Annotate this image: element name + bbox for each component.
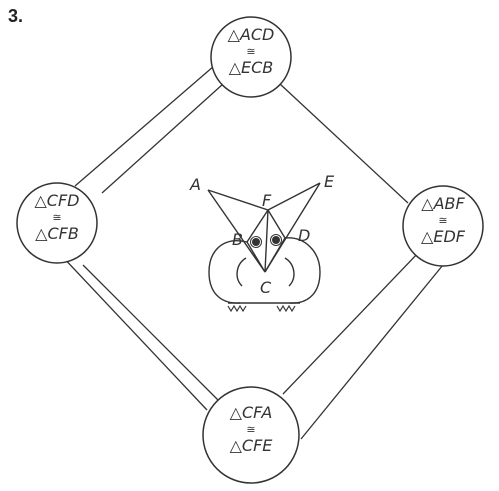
circle-bottom-triangle-2: CFE <box>241 436 273 455</box>
circle-left-text: △CFD ≅ △CFB <box>17 193 97 242</box>
triangle-icon: △ <box>227 25 240 44</box>
congruent-symbol: ≅ <box>246 423 256 436</box>
owl-eye-right-ring <box>270 234 282 246</box>
owl-body-right <box>284 237 321 304</box>
triangle-icon: △ <box>421 227 434 246</box>
rail-top-right <box>279 83 409 204</box>
owl-wing-left <box>236 257 247 287</box>
segment-bc <box>246 241 266 273</box>
circle-left-triangle-1: CFD <box>46 191 80 210</box>
circle-bottom-line2: △CFE <box>211 438 291 454</box>
congruent-symbol: ≅ <box>438 214 448 227</box>
triangle-icon: △ <box>421 194 434 213</box>
segment-ac <box>207 189 266 273</box>
segment-ef <box>267 182 321 211</box>
rail-top-left-inner <box>101 83 224 194</box>
owl-wing-right <box>284 257 295 287</box>
owl-eye-left-ring <box>250 236 262 248</box>
rail-left-bottom-outer <box>59 253 208 411</box>
segment-fc <box>264 209 269 273</box>
owl-feet <box>227 304 296 313</box>
point-label-a: A <box>190 175 201 194</box>
owl-foot-right <box>276 304 296 313</box>
congruent-symbol: ≅ <box>246 45 256 58</box>
point-label-f: F <box>262 191 272 210</box>
segment-fb <box>246 209 269 243</box>
owl-eye-left <box>252 238 260 246</box>
owl-body-left <box>208 240 248 304</box>
triangle-icon: △ <box>229 403 242 422</box>
rail-top-left-outer <box>74 65 215 187</box>
circle-top-line2: △ECB <box>211 60 291 76</box>
point-label-d: D <box>298 226 311 245</box>
circle-right <box>402 185 484 267</box>
circle-top-line1: △ACD <box>211 27 291 43</box>
circle-top-triangle-1: ACD <box>239 25 275 44</box>
circle-left-line2: △CFB <box>17 226 97 242</box>
point-label-e: E <box>324 172 335 191</box>
segment-fd <box>267 209 286 239</box>
circle-bottom-line1: △CFA <box>211 405 291 421</box>
owl-foot-left <box>227 304 247 313</box>
circle-top <box>210 16 292 98</box>
rail-right-bottom-outer <box>300 259 448 440</box>
segment-dc <box>264 237 286 273</box>
circle-right-line2: △EDF <box>403 229 483 245</box>
circle-right-line1: △ABF <box>403 196 483 212</box>
connector-rails <box>59 65 448 440</box>
circle-left-line1: △CFD <box>17 193 97 209</box>
circle-left-triangle-2: CFB <box>47 224 79 243</box>
triangle-icon: △ <box>35 224 48 243</box>
segment-af <box>207 189 269 211</box>
circle-right-triangle-1: ABF <box>433 194 465 213</box>
circle-right-text: △ABF ≅ △EDF <box>403 196 483 245</box>
rail-right-bottom-inner <box>282 250 421 395</box>
congruent-symbol: ≅ <box>52 211 62 224</box>
triangle-icon: △ <box>229 436 242 455</box>
circle-bottom-triangle-1: CFA <box>241 403 273 422</box>
circle-bottom <box>202 386 300 484</box>
circle-bottom-text: △CFA ≅ △CFE <box>211 405 291 454</box>
rail-left-bottom-inner <box>82 264 223 405</box>
triangle-icon: △ <box>228 58 242 77</box>
owl-eyes <box>250 234 282 248</box>
circle-top-triangle-2: ECB <box>241 58 274 77</box>
circle-top-text: △ACD ≅ △ECB <box>211 27 291 76</box>
point-label-c: C <box>260 278 272 297</box>
circle-left <box>16 182 98 264</box>
problem-number: 3. <box>8 6 24 26</box>
triangle-icon: △ <box>34 191 47 210</box>
circle-nodes <box>16 16 484 484</box>
owl-figure <box>207 182 321 304</box>
circle-right-triangle-2: EDF <box>433 227 465 246</box>
owl-eye-right <box>272 236 280 244</box>
point-label-b: B <box>232 230 243 249</box>
